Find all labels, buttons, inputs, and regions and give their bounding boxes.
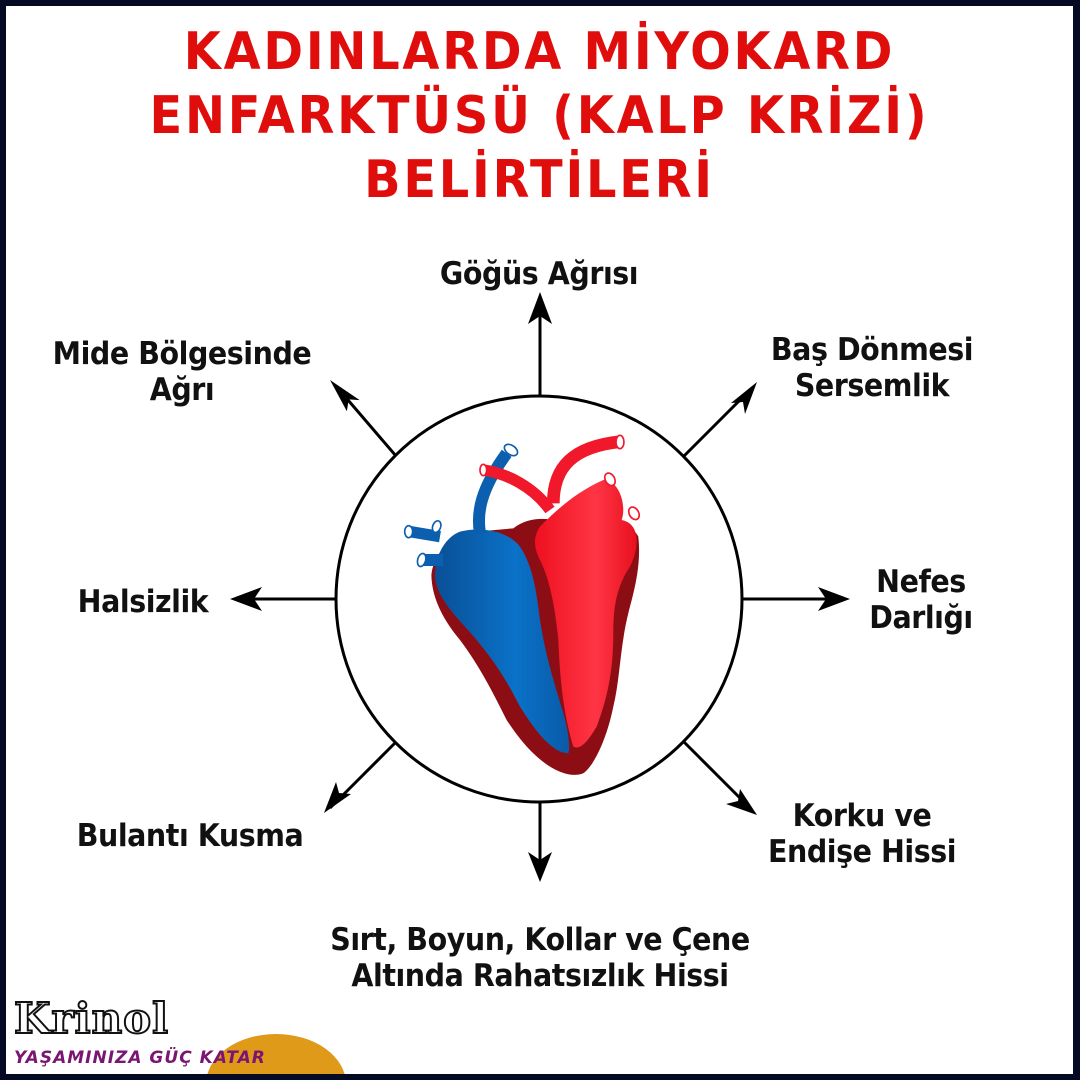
symptom-bottom: Sırt, Boyun, Kollar ve Çene Altında Raha… — [330, 922, 750, 994]
symptom-stomach-pain-line2: Ağrı — [149, 372, 215, 408]
symptom-top-right: Baş Dönmesi Sersemlik — [770, 332, 974, 404]
heart-illustration — [403, 434, 641, 775]
symptom-back-neck-line1: Sırt, Boyun, Kollar ve Çene — [330, 922, 750, 958]
arrow-bottom-left-head — [324, 782, 351, 813]
title-line-3: BELİRTİLERİ — [364, 150, 715, 210]
symptom-right: Nefes Darlığı — [869, 564, 973, 636]
arrow-top-right-head — [731, 382, 757, 414]
symptom-chest-pain: Göğüs Ağrısı — [439, 256, 639, 292]
symptom-dizziness-line1: Baş Dönmesi — [770, 332, 974, 368]
symptom-anxiety-line1: Korku ve — [792, 798, 932, 834]
symptom-top: Göğüs Ağrısı — [439, 256, 639, 292]
arrow-top-head — [528, 292, 552, 324]
symptom-stomach-pain-line1: Mide Bölgesinde — [52, 336, 312, 372]
arrow-right-head — [818, 587, 850, 611]
arrow-bottom-head — [528, 852, 552, 882]
brand-logo: Krinol YAŞAMINIZA GÜÇ KATAR — [6, 993, 346, 1074]
logo-slogan: YAŞAMINIZA GÜÇ KATAR — [14, 1048, 266, 1068]
symptom-shortness-breath-line2: Darlığı — [869, 600, 973, 636]
symptom-fatigue: Halsizlik — [77, 584, 209, 620]
arrow-bottom-right-head — [726, 789, 757, 815]
symptom-bottom-left: Bulantı Kusma — [77, 818, 304, 854]
page-title: KADINLARDA MİYOKARD ENFARKTÜSÜ (KALP KRİ… — [49, 20, 1031, 212]
logo-name: Krinol — [13, 993, 170, 1044]
symptom-top-left: Mide Bölgesinde Ağrı — [53, 336, 312, 408]
symptom-nausea: Bulantı Kusma — [76, 818, 304, 854]
symptom-dizziness-line2: Sersemlik — [794, 368, 950, 404]
symptom-anxiety-line2: Endişe Hissi — [767, 834, 957, 870]
title-line-2: ENFARKTÜSÜ (KALP KRİZİ) — [149, 86, 930, 146]
symptom-left: Halsizlik — [78, 584, 209, 620]
title-line-1: KADINLARDA MİYOKARD — [183, 22, 896, 82]
symptom-shortness-breath-line1: Nefes — [876, 564, 966, 600]
symptom-diagram — [230, 292, 850, 882]
arrow-left-head — [230, 587, 262, 611]
arrow-top-left-head — [330, 380, 360, 412]
symptom-back-neck-line2: Altında Rahatsızlık Hissi — [351, 958, 729, 994]
infographic-canvas: KADINLARDA MİYOKARD ENFARKTÜSÜ (KALP KRİ… — [6, 6, 1073, 1074]
arrows — [230, 292, 850, 882]
symptom-bottom-right: Korku ve Endişe Hissi — [767, 798, 957, 870]
